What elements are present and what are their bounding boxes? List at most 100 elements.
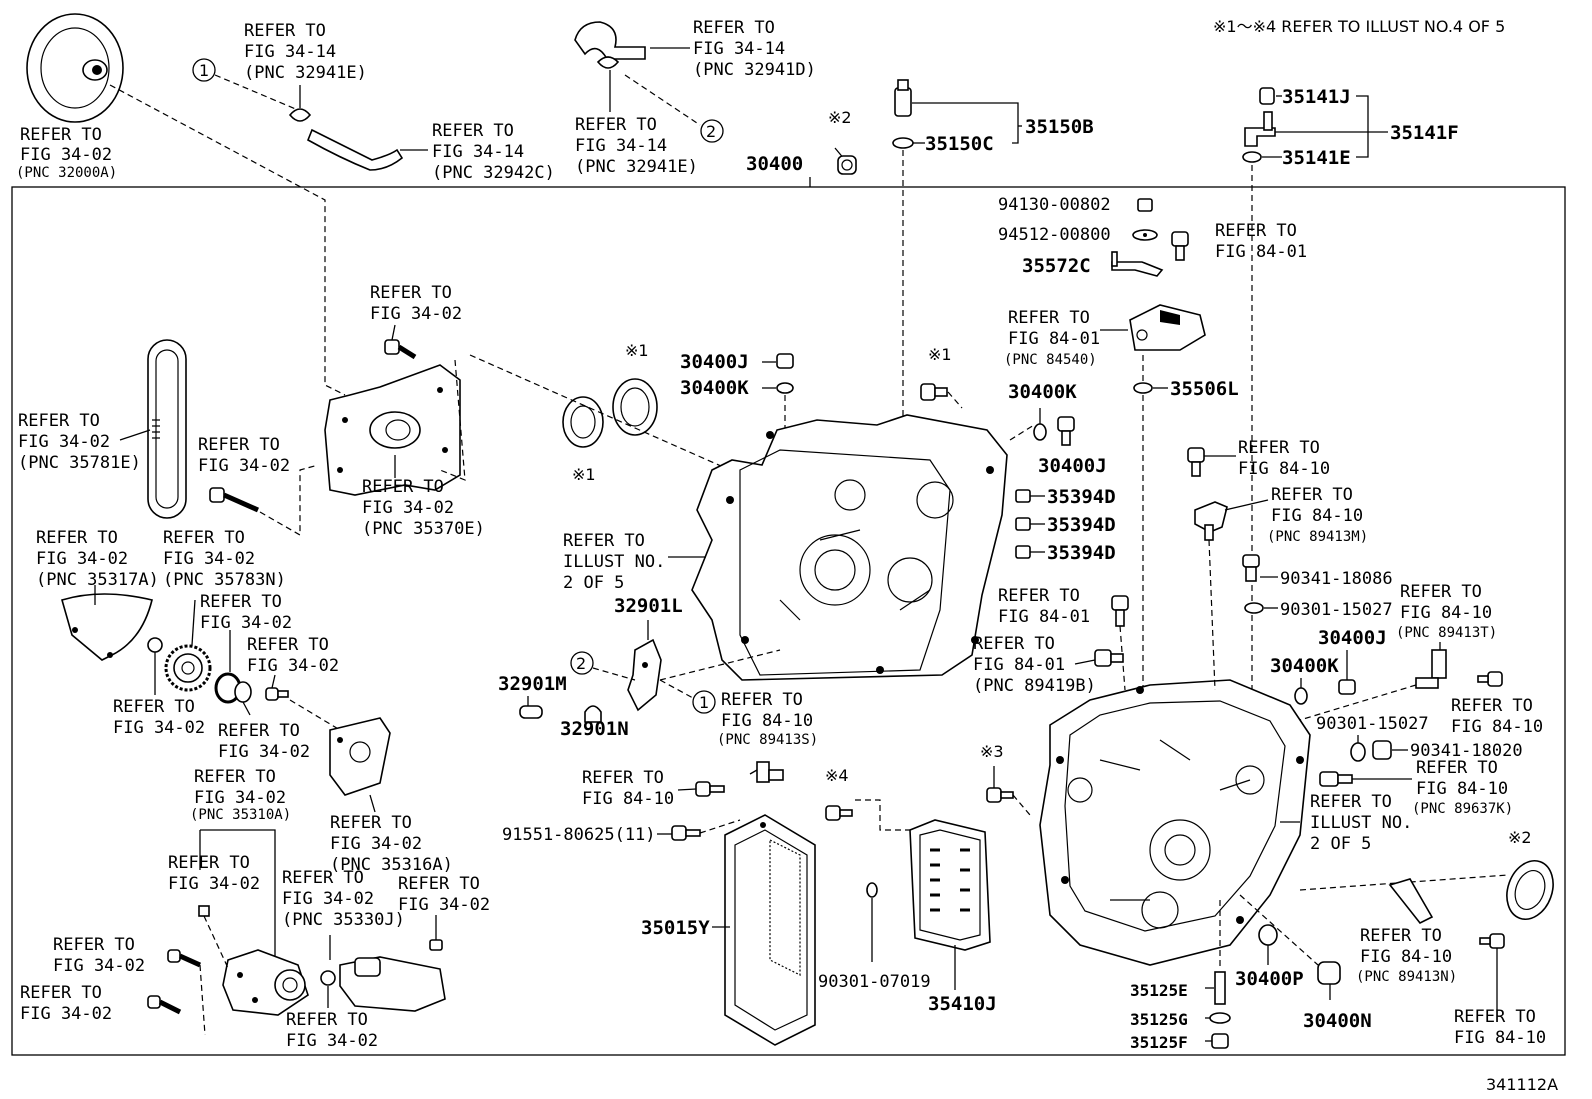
ref-chain-3: (PNC 35781E) [18,453,141,473]
oring-35506L [1133,382,1153,394]
bolt-8410-a [695,781,725,797]
leader-35316A [369,794,376,813]
ref-h3-1: REFER TO [693,18,775,38]
part-90301-07019[interactable]: 90301-07019 [818,972,931,992]
transaxle-housing [691,414,1008,681]
dash-89413M [1208,539,1216,691]
ref-89419B-2: FIG 84-01 [973,655,1065,675]
ref-h2-3: (PNC 32942C) [432,163,555,183]
ref-35316A-3: (PNC 35316A) [330,855,453,875]
bearing-a [214,672,252,704]
ref-ns2-1: REFER TO [1008,308,1090,328]
part-94130[interactable]: 94130-00802 [998,195,1111,215]
ref-35330J-3: (PNC 35330J) [282,910,405,930]
part-35141F[interactable]: 35141F [1390,122,1459,144]
ref-bolt-8410-b-1: REFER TO [1238,438,1320,458]
dash-pump-plug [203,915,229,969]
plug-30400N [1317,961,1341,985]
leader-ext-a [391,324,396,341]
leader-chain [119,429,151,441]
extension-housing-35370E [324,364,461,496]
part-35394D-1[interactable]: 35394D [1047,486,1116,508]
dash-32901-c [659,649,781,681]
assembly-frame [11,186,1566,1056]
mark-1-c: ※1 [572,465,596,484]
callout-1-top-text: 1 [199,61,209,80]
ref-ring-b-1: REFER TO [218,721,300,741]
sensor-89419B [1094,649,1124,667]
dash-pump-bolts [199,964,206,1036]
part-35410J[interactable]: 35410J [928,993,997,1015]
part-90341-18086[interactable]: 90341-18086 [1280,569,1393,589]
pipe-35141F [1244,111,1276,147]
part-30400K-a[interactable]: 30400K [680,377,749,399]
seal-m1-b [612,378,658,436]
ref-89637K-1: REFER TO [1416,758,1498,778]
dash-hose-2 [624,74,701,126]
part-35394D-2[interactable]: 35394D [1047,514,1116,536]
part-32901N[interactable]: 32901N [560,718,629,740]
ref-35317A-1: REFER TO [36,528,118,548]
plug-90341-18020 [1372,740,1392,760]
ref-89637K-2: FIG 84-10 [1416,779,1508,799]
part-35150C[interactable]: 35150C [925,133,994,155]
part-90301-15027-b[interactable]: 90301-15027 [1316,714,1429,734]
ref-bolt-c-2: FIG 34-02 [198,456,290,476]
part-35572C[interactable]: 35572C [1022,255,1091,277]
part-35150B[interactable]: 35150B [1025,116,1094,138]
part-32901M[interactable]: 32901M [498,673,567,695]
part-30400P[interactable]: 30400P [1235,968,1304,990]
bolt-m1-a [920,383,948,401]
part-94512[interactable]: 94512-00800 [998,225,1111,245]
ref-strainer-c-1: REFER TO [286,1010,368,1030]
part-91551[interactable]: 91551-80625(11) [502,825,656,845]
part-30400J-a[interactable]: 30400J [680,351,749,373]
sensor-89413S [756,761,784,783]
transaxle-case [1039,679,1311,966]
ref-ill-3: 2 OF 5 [563,573,624,593]
leader-bolt-8410-a [677,788,697,791]
leader-ring-b [242,701,251,716]
part-30400J-c[interactable]: 30400J [1318,627,1387,649]
part-30400[interactable]: 30400 [746,153,803,175]
dash-drain [1239,894,1319,966]
plug-90341-18086 [1242,554,1260,582]
chain-35781E [147,339,187,519]
part-90341-18020[interactable]: 90341-18020 [1410,741,1523,761]
leader-35783N [191,599,196,646]
part-30400N[interactable]: 30400N [1303,1010,1372,1032]
ref-89413M-1: REFER TO [1271,485,1353,505]
ref-bolt-8410-a-1: REFER TO [582,768,664,788]
part-30400K-b[interactable]: 30400K [1008,381,1077,403]
ref-ill-b-2: ILLUST NO. [1310,813,1412,833]
part-35141E[interactable]: 35141E [1282,147,1351,169]
part-30400K-c[interactable]: 30400K [1270,655,1339,677]
ref-h1-3: (PNC 32941E) [244,63,367,83]
gasket-30400K-a [776,382,794,394]
leader-89413M [1224,499,1269,511]
mark-2-right: ※2 [1508,828,1532,847]
ref-strainer-c-2: FIG 34-02 [286,1031,378,1051]
dash-m4 [855,799,910,831]
sensor-89413T [1415,649,1447,689]
ref-89413S-3: (PNC 89413S) [717,732,818,748]
ref-89413N-2: FIG 84-10 [1360,947,1452,967]
bolt-8401-b [1111,595,1129,627]
part-35125F[interactable]: 35125F [1130,1033,1188,1052]
neutral-switch-84540 [1129,304,1206,351]
mark-4: ※4 [825,766,849,785]
part-35141J[interactable]: 35141J [1282,86,1351,108]
ref-35783N-2: FIG 34-02 [163,549,255,569]
ref-ns1-2: FIG 84-01 [1215,242,1307,262]
part-35394D-3[interactable]: 35394D [1047,542,1116,564]
part-35125E[interactable]: 35125E [1130,981,1188,1000]
part-35015Y[interactable]: 35015Y [641,917,710,939]
part-32901L[interactable]: 32901L [614,595,683,617]
part-35125G[interactable]: 35125G [1130,1010,1188,1029]
ref-89413M-2: FIG 84-10 [1271,506,1363,526]
part-90301-15027-a[interactable]: 90301-15027 [1280,600,1393,620]
leader-bolt-small-a [271,674,276,689]
part-30400J-b[interactable]: 30400J [1038,455,1107,477]
part-35506L[interactable]: 35506L [1170,378,1239,400]
